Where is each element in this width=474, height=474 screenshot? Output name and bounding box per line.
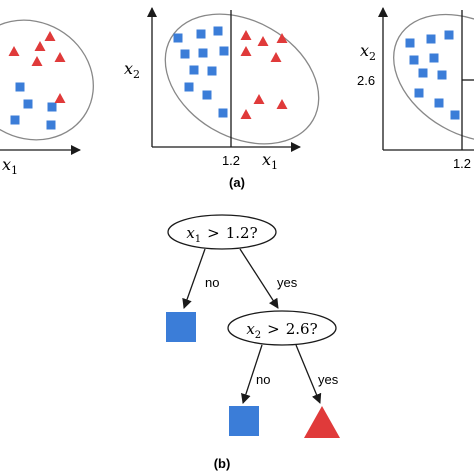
middle-ellipse bbox=[164, 13, 320, 145]
left-square-point bbox=[15, 82, 25, 92]
right-scatter-plot: x2 2.6 1.2 bbox=[357, 7, 474, 171]
middle-triangle-point bbox=[257, 36, 269, 46]
leaf-square-left bbox=[166, 312, 196, 342]
middle-scatter-plot: x2 1.2 x1 bbox=[124, 7, 320, 172]
left-square-point bbox=[10, 115, 20, 125]
left-square-point bbox=[23, 99, 33, 109]
edge-root-no bbox=[182, 248, 206, 309]
leaf-triangle bbox=[304, 406, 340, 438]
right-split-y-tick-label: 2.6 bbox=[357, 73, 375, 88]
right-square-point bbox=[418, 68, 428, 78]
middle-triangle-point bbox=[270, 52, 282, 62]
right-square-point bbox=[414, 88, 424, 98]
left-scatter-plot: x1 bbox=[0, 19, 94, 177]
right-square-point bbox=[444, 30, 454, 40]
right-points bbox=[405, 30, 460, 120]
middle-triangle-point bbox=[240, 109, 252, 119]
middle-triangle-point bbox=[240, 30, 252, 40]
edge-root-yes-label: yes bbox=[277, 275, 298, 290]
edge-root-yes bbox=[239, 248, 279, 309]
middle-square-point bbox=[173, 33, 183, 43]
left-ellipse bbox=[0, 19, 94, 141]
left-triangle-point bbox=[31, 56, 43, 66]
middle-square-point bbox=[189, 65, 199, 75]
middle-square-point bbox=[180, 49, 190, 59]
edge-inner-yes bbox=[295, 344, 322, 404]
middle-square-point bbox=[202, 90, 212, 100]
left-square-point bbox=[47, 102, 57, 112]
middle-triangle-point bbox=[276, 33, 288, 43]
left-triangle-point bbox=[34, 41, 46, 51]
right-ellipse bbox=[393, 13, 474, 143]
right-square-point bbox=[437, 70, 447, 80]
edge-inner-no-label: no bbox=[256, 372, 270, 387]
panel-b-label: (b) bbox=[214, 456, 231, 471]
left-points bbox=[8, 31, 66, 130]
middle-square-point bbox=[207, 66, 217, 76]
left-triangle-point bbox=[44, 31, 56, 41]
middle-triangle-point bbox=[240, 46, 252, 56]
root-node bbox=[167, 214, 277, 250]
middle-square-point bbox=[196, 29, 206, 39]
left-triangle-point bbox=[54, 93, 66, 103]
edge-inner-yes-label: yes bbox=[318, 372, 339, 387]
left-x-label: x1 bbox=[2, 155, 18, 177]
left-triangle-point bbox=[8, 46, 20, 56]
middle-triangle-point bbox=[276, 99, 288, 109]
decision-tree: x1>1.2? no yes x2>2.6? no yes bbox=[166, 214, 340, 438]
right-square-point bbox=[405, 38, 415, 48]
middle-square-point bbox=[219, 46, 229, 56]
middle-x-label: x1 bbox=[262, 150, 278, 172]
left-triangle-point bbox=[54, 52, 66, 62]
middle-points bbox=[173, 26, 288, 119]
middle-square-point bbox=[213, 26, 223, 36]
right-square-point bbox=[450, 110, 460, 120]
middle-y-label: x2 bbox=[124, 59, 140, 81]
middle-square-point bbox=[218, 108, 228, 118]
right-square-point bbox=[409, 55, 419, 65]
edge-root-no-label: no bbox=[205, 275, 219, 290]
inner-node-label: x2>2.6? bbox=[246, 320, 317, 341]
right-square-point bbox=[426, 34, 436, 44]
edge-inner-no bbox=[241, 344, 263, 404]
inner-node bbox=[227, 310, 337, 346]
right-split-x-tick-label: 1.2 bbox=[453, 156, 471, 171]
middle-square-point bbox=[184, 82, 194, 92]
right-square-point bbox=[434, 98, 444, 108]
right-y-label: x2 bbox=[360, 41, 376, 63]
leaf-square-right bbox=[229, 406, 259, 436]
root-node-label: x1>1.2? bbox=[186, 224, 257, 245]
middle-triangle-point bbox=[253, 94, 265, 104]
panel-a-label: (a) bbox=[229, 175, 245, 190]
middle-split-tick-label: 1.2 bbox=[222, 153, 240, 168]
right-square-point bbox=[429, 53, 439, 63]
left-square-point bbox=[46, 120, 56, 130]
middle-square-point bbox=[198, 48, 208, 58]
